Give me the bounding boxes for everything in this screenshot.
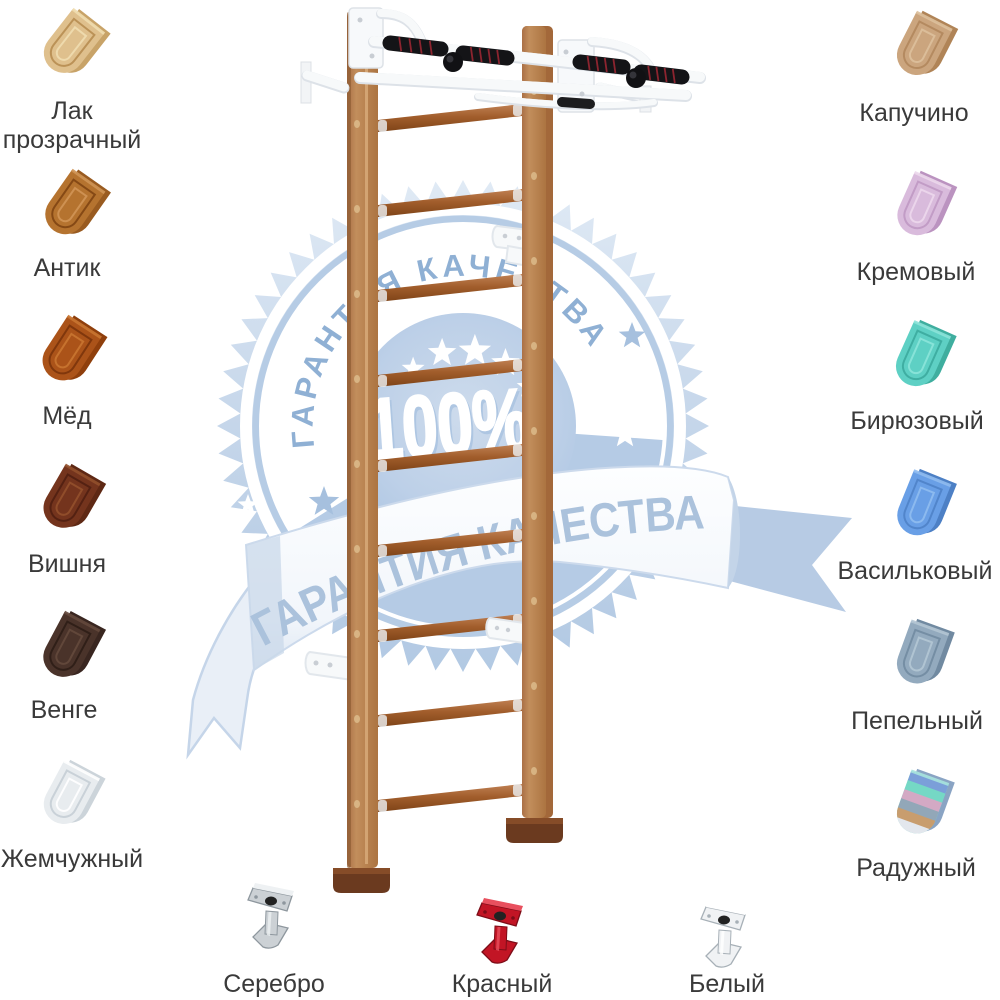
svg-text:Бирюзовый: Бирюзовый — [850, 407, 983, 435]
svg-text:Капучино: Капучино — [859, 99, 968, 127]
svg-text:Мёд: Мёд — [42, 402, 92, 430]
svg-text:Белый: Белый — [689, 970, 765, 998]
svg-text:Серебро: Серебро — [223, 970, 325, 998]
svg-text:Лак: Лак — [51, 97, 93, 125]
svg-text:Красный: Красный — [452, 970, 553, 998]
svg-text:Васильковый: Васильковый — [838, 557, 993, 585]
svg-text:Пепельный: Пепельный — [851, 707, 983, 735]
svg-text:Венге: Венге — [31, 696, 98, 724]
svg-text:прозрачный: прозрачный — [3, 126, 142, 154]
svg-text:Антик: Антик — [34, 254, 102, 282]
svg-text:Жемчужный: Жемчужный — [1, 845, 143, 873]
svg-text:Радужный: Радужный — [856, 854, 976, 882]
svg-text:Вишня: Вишня — [28, 550, 106, 578]
svg-text:Кремовый: Кремовый — [857, 258, 976, 286]
